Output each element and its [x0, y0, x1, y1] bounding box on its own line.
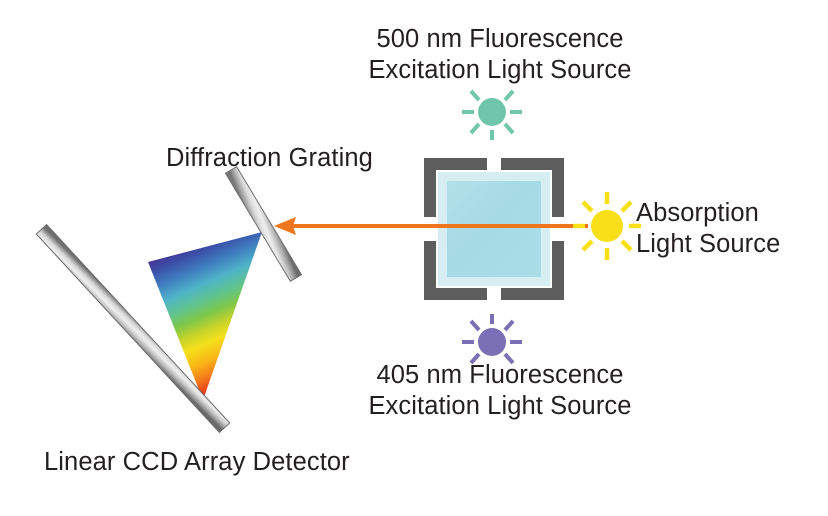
diffraction-grating-bar	[224, 165, 303, 283]
ccd-detector-bar	[35, 223, 231, 434]
sun-icon-absorption[interactable]	[573, 192, 641, 260]
label-ccd-detector: Linear CCD Array Detector	[44, 448, 350, 476]
sun-icon-purple-405nm[interactable]	[462, 314, 522, 365]
label-absorption-light-source: Absorption Light Source	[636, 199, 781, 258]
cuvette	[436, 170, 552, 288]
label-purple-excitation-source: 405 nm Fluorescence Excitation Light Sou…	[368, 361, 632, 420]
sun-icon-green-500nm[interactable]	[462, 89, 522, 140]
label-green-excitation-source: 500 nm Fluorescence Excitation Light Sou…	[368, 25, 632, 84]
label-diffraction-grating: Diffraction Grating	[166, 144, 373, 172]
spectrum-fan	[148, 232, 262, 400]
